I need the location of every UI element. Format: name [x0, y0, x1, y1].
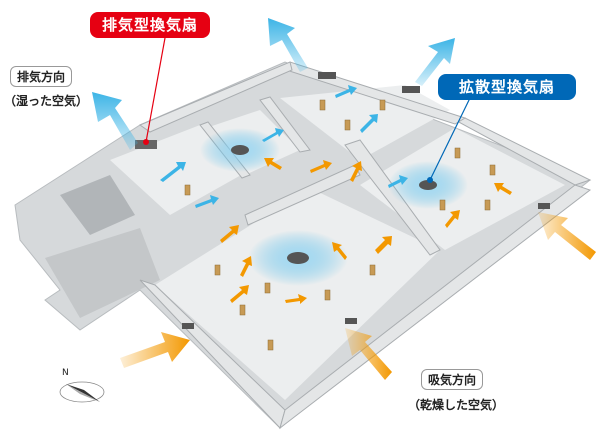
fan-exhaust-unit-icon — [231, 145, 249, 155]
exhaust-arrow-top-right — [415, 38, 455, 86]
vent-top-right — [402, 86, 420, 93]
vent-top-left — [318, 72, 336, 79]
support-posts — [184, 99, 496, 351]
vent-right — [538, 203, 550, 209]
exhaust-fan-label: 排気型換気扇 — [90, 12, 210, 38]
intake-direction-note: （乾燥した空気） — [408, 398, 505, 412]
floor-large-room — [155, 188, 440, 400]
fan-right-icon — [419, 180, 437, 190]
vent-bottom — [345, 318, 357, 324]
intake-arrows — [120, 212, 596, 380]
exhaust-arrow-top — [268, 18, 308, 72]
small-exhaust-arrows — [160, 85, 408, 208]
entrance-porch — [45, 228, 160, 318]
exhaust-direction-label: 排気方向 — [10, 66, 73, 87]
exhaust-arrows — [92, 18, 455, 150]
exhaust-arrow-left — [92, 92, 138, 150]
exhaust-fan-pointer-dot — [143, 139, 149, 145]
diffusion-fan-leader-line — [429, 97, 471, 181]
exhaust-direction-note: （湿った空気） — [4, 94, 89, 108]
intake-arrow-right — [538, 212, 596, 260]
storage-pit — [60, 175, 135, 235]
fan-center-icon — [287, 252, 309, 264]
intake-arrow-bottom-left — [120, 332, 190, 368]
vent-bottom-left — [182, 323, 194, 329]
diffusion-fan-label: 拡散型換気扇 — [438, 74, 576, 100]
compass-icon — [59, 381, 105, 403]
exhaust-fan-leader-line — [145, 37, 166, 143]
small-intake-arrows — [220, 158, 512, 304]
intake-direction-label: 吸気方向 — [421, 369, 484, 390]
diffusion-fan-pointer-dot — [427, 177, 433, 183]
compass-north-label: N — [62, 368, 69, 378]
intake-arrow-bottom — [345, 328, 392, 380]
